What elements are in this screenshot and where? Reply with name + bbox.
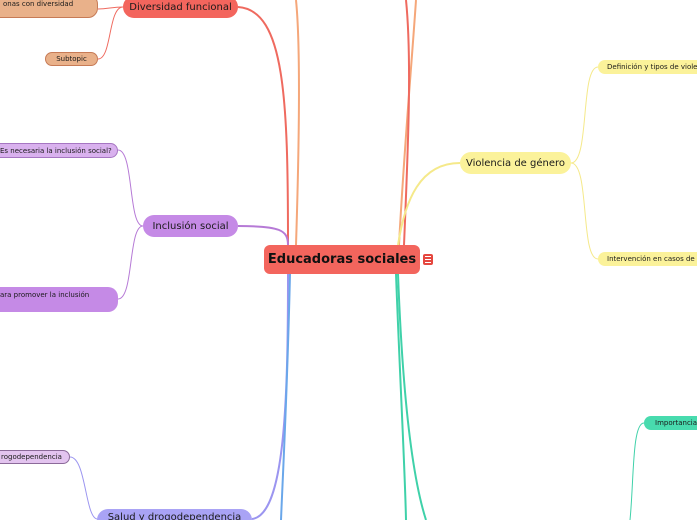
connector-violencia-sub1 xyxy=(570,66,599,164)
topic-salud-drogodependencia[interactable]: Salud y drogodependencia xyxy=(97,509,252,520)
subtopic-intervencion-violencia-label: Intervención en casos de v xyxy=(607,255,697,263)
topic-violencia-genero-label: Violencia de género xyxy=(465,157,566,169)
connector-orange-top xyxy=(295,0,300,246)
connector-violencia-sub2 xyxy=(570,162,599,260)
connector-teal xyxy=(397,273,427,520)
subtopic-generic[interactable]: Subtopic xyxy=(45,52,98,66)
subtopic-drogodependencia-label: rogodependencia xyxy=(1,453,62,461)
central-topic[interactable]: Educadoras sociales xyxy=(264,245,420,274)
connector-diversidad-sub2 xyxy=(97,6,124,60)
connector-inclusion xyxy=(237,225,289,246)
subtopic-definicion-violencia-label: Definición y tipos de violen xyxy=(607,63,697,71)
connector-violencia xyxy=(397,162,461,246)
subtopic-generic-label: Subtopic xyxy=(56,55,87,63)
subtopic-necesaria-inclusion-label: Es necesaria la inclusión social? xyxy=(0,146,112,155)
subtopic-definicion-violencia[interactable]: Definición y tipos de violen xyxy=(598,60,697,74)
notes-icon[interactable] xyxy=(423,254,433,265)
topic-inclusion-social-label: Inclusión social xyxy=(152,220,229,232)
subtopic-personas-diversidad-label: onas con diversidad xyxy=(3,0,74,8)
connector-teal-2 xyxy=(395,273,407,520)
subtopic-importancia-label: Importancia xyxy=(655,419,697,427)
central-topic-label: Educadoras sociales xyxy=(267,252,417,267)
subtopic-intervencion-violencia[interactable]: Intervención en casos de v xyxy=(598,252,697,266)
subtopic-drogodependencia[interactable]: rogodependencia xyxy=(0,450,70,464)
connector-diversidad xyxy=(237,6,289,246)
connector-teal-sub1 xyxy=(629,422,645,520)
connector-blue-bottom xyxy=(280,273,291,520)
connector-inclusion-sub2 xyxy=(117,225,144,300)
subtopic-personas-diversidad[interactable]: onas con diversidad xyxy=(0,0,98,18)
subtopic-promover-inclusion[interactable]: ara promover la inclusión xyxy=(0,287,118,312)
topic-diversidad-funcional-label: Diversidad funcional xyxy=(129,1,232,13)
subtopic-importancia[interactable]: Importancia xyxy=(644,416,697,430)
subtopic-promover-inclusion-label: ara promover la inclusión xyxy=(0,291,90,299)
subtopic-necesaria-inclusion[interactable]: Es necesaria la inclusión social? xyxy=(0,143,118,158)
connector-salud-sub1 xyxy=(69,456,98,520)
topic-violencia-genero[interactable]: Violencia de género xyxy=(460,152,571,174)
topic-inclusion-social[interactable]: Inclusión social xyxy=(143,215,238,237)
topic-diversidad-funcional[interactable]: Diversidad funcional xyxy=(123,0,238,18)
connector-inclusion-sub1 xyxy=(117,149,144,227)
topic-salud-drogodependencia-label: Salud y drogodependencia xyxy=(107,512,242,520)
